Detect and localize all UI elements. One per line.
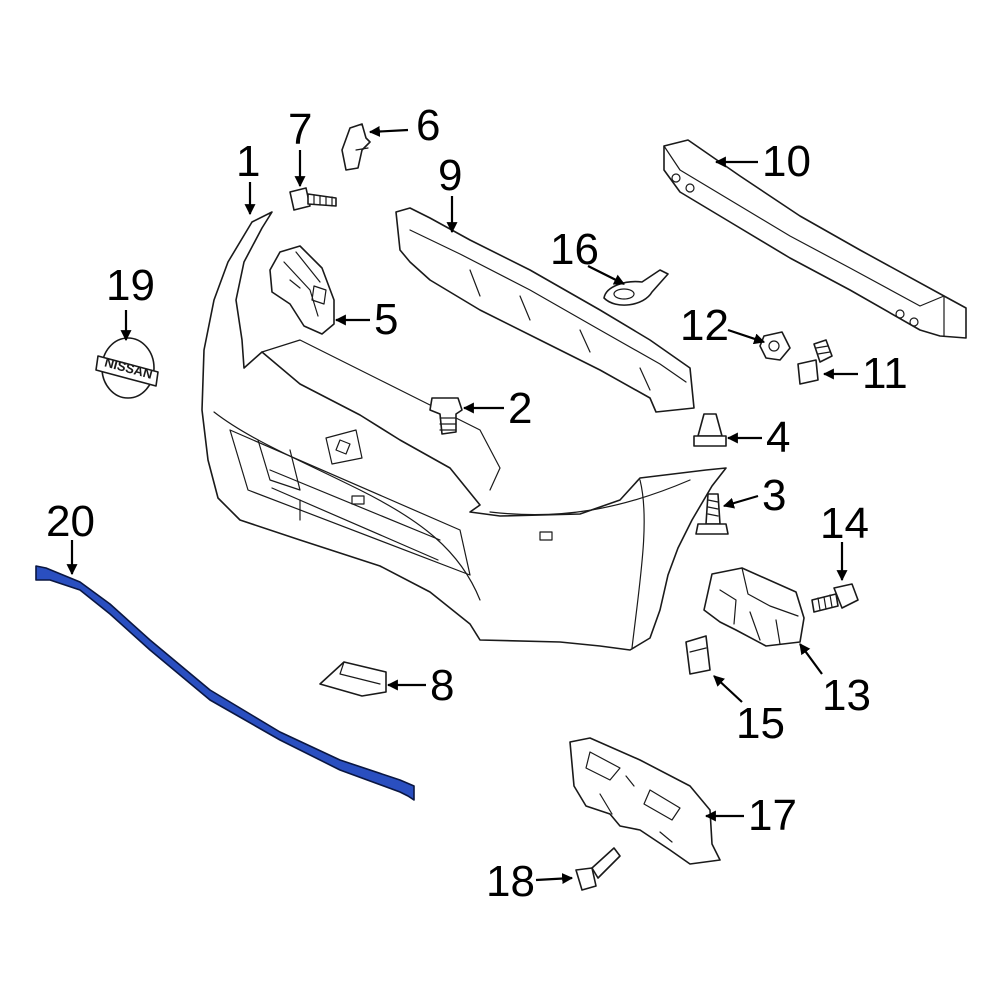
clip-nut-part[interactable] [693,413,727,447]
screw-part[interactable] [695,493,729,535]
callout-5: 5 [374,295,398,344]
callout-13: 13 [822,671,871,720]
bracket-part[interactable] [269,245,335,335]
callout-3: 3 [762,471,786,520]
bolt-part[interactable] [811,583,859,613]
callout-9: 9 [438,151,462,200]
energy-absorber-part[interactable] [395,207,695,413]
callout-12: 12 [680,301,729,350]
bumper-cover-part[interactable] [201,211,727,651]
callout-10: 10 [762,137,811,186]
callout-19: 19 [106,261,155,310]
leader-lines [66,125,858,885]
bolt-part[interactable] [575,847,621,891]
push-clip-part[interactable] [429,397,463,435]
callout-17: 17 [748,791,797,840]
bolt-part[interactable] [289,187,337,211]
callout-4: 4 [766,413,790,462]
callout-7: 7 [288,105,312,154]
callout-2: 2 [508,384,532,433]
under-cover-part[interactable] [569,737,721,865]
callout-8: 8 [430,661,454,710]
callout-1: 1 [236,137,260,186]
callout-11: 11 [862,349,908,398]
tow-hook-part[interactable] [603,269,669,306]
callout-15: 15 [736,699,785,748]
callout-18: 18 [486,857,535,906]
side-bracket-part[interactable] [703,567,805,647]
spring-clip-part[interactable] [685,635,711,675]
lower-absorber-highlighted-part[interactable] [35,565,415,801]
callout-labels: 1 2 3 4 5 6 7 8 9 10 11 12 13 14 15 16 1… [46,101,908,906]
nut-part[interactable] [759,331,791,361]
nissan-emblem[interactable]: NISSAN [95,337,159,399]
reinforcement-beam-part[interactable] [663,139,967,339]
callout-20: 20 [46,497,95,546]
bolt-part[interactable] [797,339,833,385]
retainer-part[interactable] [341,123,371,171]
callout-14: 14 [820,499,869,548]
callout-6: 6 [416,101,440,150]
callout-16: 16 [550,225,599,274]
highlight-fill [35,565,415,801]
lower-bracket-part[interactable] [319,661,387,697]
